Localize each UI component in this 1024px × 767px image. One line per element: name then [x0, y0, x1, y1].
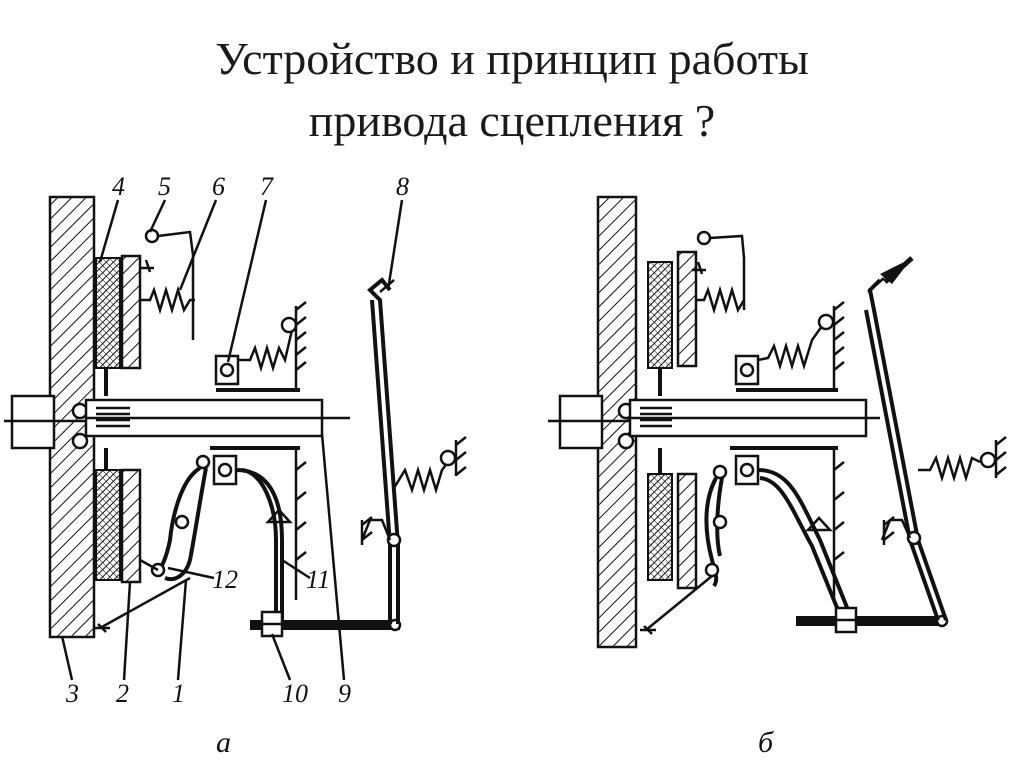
- label-11: 11: [306, 565, 330, 594]
- label-1: 1: [172, 679, 185, 708]
- label-8: 8: [396, 172, 409, 201]
- label-9: 9: [338, 679, 351, 708]
- slide-title: Устройство и принцип работы привода сцеп…: [0, 28, 1024, 152]
- label-12: 12: [212, 565, 238, 594]
- diagram-a: 4 5 6 7 8 12 11 3 2 1 10 9 а: [4, 172, 467, 759]
- caption-b: б: [758, 726, 774, 759]
- driven-disc-lower-b: [647, 473, 673, 581]
- title-line-2: привода сцепления ?: [308, 95, 716, 146]
- pressure-plate-upper-a: [120, 254, 142, 370]
- label-5: 5: [158, 172, 171, 201]
- label-6: 6: [212, 172, 225, 201]
- label-3: 3: [65, 679, 79, 708]
- pressure-plate-lower-b: [676, 472, 698, 590]
- label-4: 4: [112, 172, 125, 201]
- pressure-plate-upper-b: [676, 250, 698, 368]
- caption-a: а: [216, 726, 231, 759]
- title-line-1: Устройство и принцип работы: [215, 33, 809, 84]
- label-2: 2: [116, 679, 129, 708]
- label-10: 10: [282, 679, 308, 708]
- driven-disc-lower-a: [95, 469, 121, 581]
- label-7: 7: [260, 172, 274, 201]
- driven-disc-upper-a: [95, 257, 121, 369]
- pressure-plate-lower-a: [120, 468, 142, 584]
- driven-disc-upper-b: [647, 261, 673, 369]
- diagram-b: б: [548, 195, 1007, 759]
